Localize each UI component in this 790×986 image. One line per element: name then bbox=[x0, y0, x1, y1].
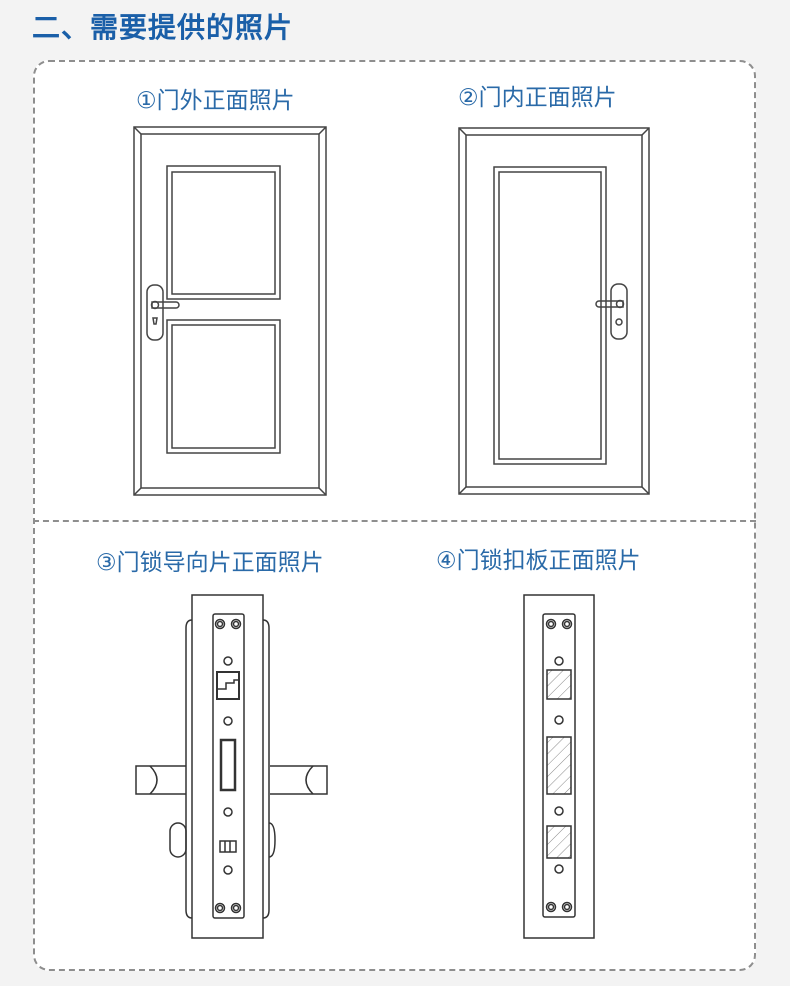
section-heading: 二、需要提供的照片 bbox=[32, 11, 294, 44]
photo-label-strike-plate: ④门锁扣板正面照片 bbox=[436, 548, 641, 574]
photo-requirements-card bbox=[33, 60, 756, 971]
photo-label-door-exterior: ①门外正面照片 bbox=[136, 88, 295, 114]
photo-label-lock-guide-plate: ③门锁导向片正面照片 bbox=[96, 550, 324, 576]
row-divider bbox=[33, 520, 756, 522]
photo-label-door-interior: ②门内正面照片 bbox=[458, 85, 617, 111]
